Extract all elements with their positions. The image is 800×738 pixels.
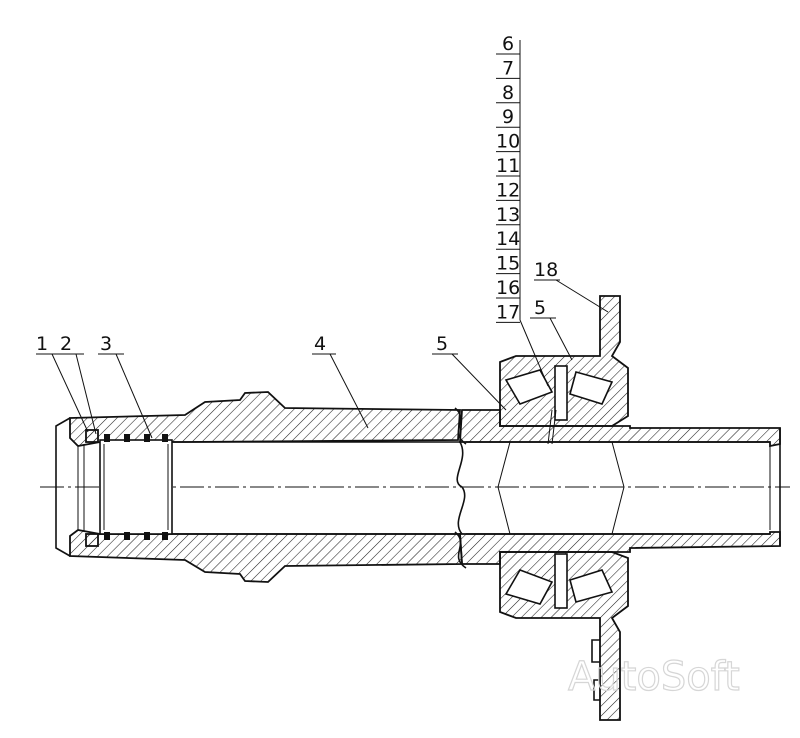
needle-bearing-body <box>99 439 173 535</box>
bearing-lower-right <box>569 569 614 603</box>
bearing-upper-left <box>504 369 554 405</box>
callout-5-right: 5 <box>534 297 546 319</box>
stack-label-13: 13 <box>496 204 520 226</box>
seal-ring-top <box>85 429 99 443</box>
stack-label-16: 16 <box>496 277 520 299</box>
watermark: AutoSoft <box>568 654 740 700</box>
spacer-lower <box>554 553 568 609</box>
break-line-center <box>456 441 466 535</box>
split-line-upper <box>547 409 553 445</box>
stack-label-12: 12 <box>496 179 520 201</box>
needle-rollers-top <box>104 434 168 442</box>
split-line-upper-2 <box>551 409 557 445</box>
callout-5-left: 5 <box>436 333 448 355</box>
callout-18: 18 <box>534 259 558 281</box>
bearing-upper-right <box>569 371 614 405</box>
stack-label-17: 17 <box>496 301 520 323</box>
shaft-lower-wall-right <box>459 531 781 565</box>
break-line-lower <box>454 531 467 569</box>
break-line-upper <box>454 407 467 445</box>
bearing-lower-left <box>504 569 554 605</box>
stack-label-7: 7 <box>502 57 514 79</box>
spacer-upper <box>554 365 568 421</box>
stack-label-6: 6 <box>502 33 514 55</box>
seal-ring-bottom <box>85 533 99 547</box>
callout-3: 3 <box>100 333 112 355</box>
stack-label-9: 9 <box>502 106 514 128</box>
callout-4: 4 <box>314 333 326 355</box>
shaft-upper-wall-left <box>69 391 461 447</box>
left-end-outline <box>55 417 71 557</box>
stack-label-14: 14 <box>496 228 520 250</box>
stack-label-10: 10 <box>496 131 520 153</box>
flange-steps <box>591 639 600 701</box>
hub-bore-diamond <box>497 441 625 535</box>
stack-label-11: 11 <box>496 155 520 177</box>
stack-label-15: 15 <box>496 253 520 275</box>
callout-1: 1 <box>36 333 48 355</box>
callout-2: 2 <box>60 333 72 355</box>
needle-rollers-bottom <box>104 532 168 540</box>
stack-label-8: 8 <box>502 82 514 104</box>
